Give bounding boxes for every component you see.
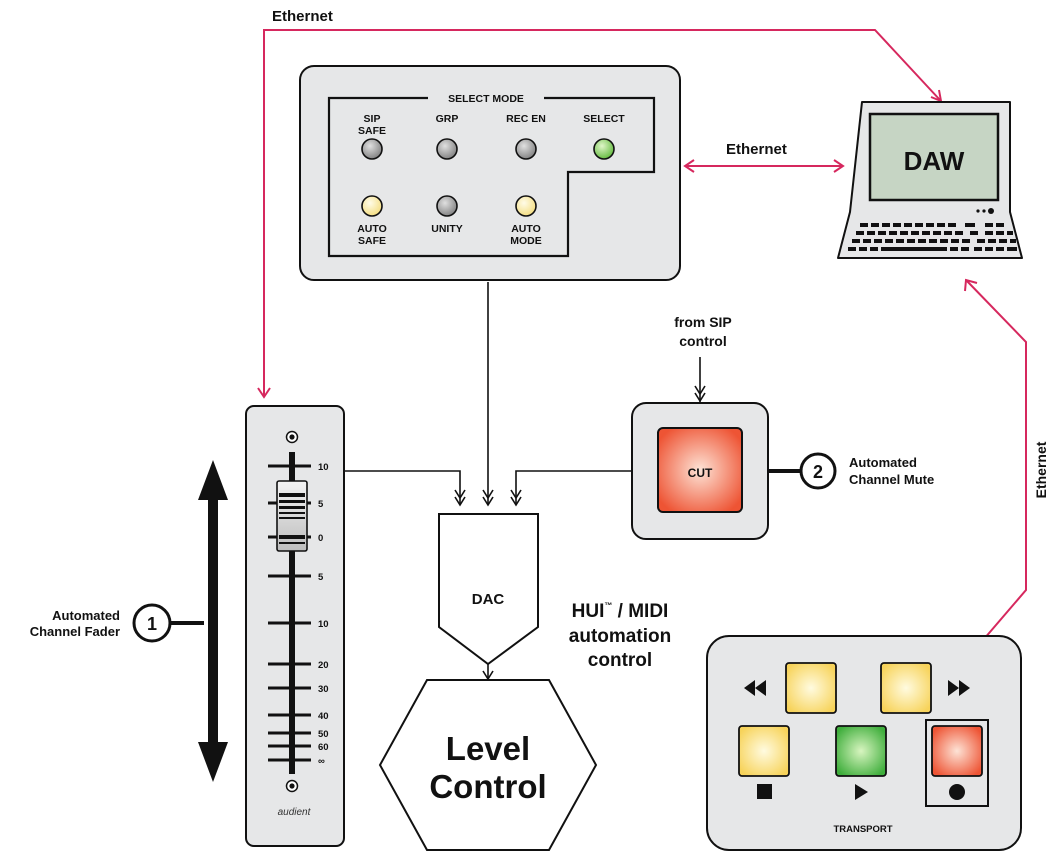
level-label-1: Level bbox=[446, 730, 530, 767]
rec-en-led bbox=[515, 138, 537, 160]
fast-forward-icon bbox=[948, 680, 970, 696]
ethernet-link-top bbox=[263, 29, 941, 396]
sip-safe-label-1: SIP bbox=[364, 113, 381, 125]
fader-callout: 1 Automated Channel Fader bbox=[30, 603, 172, 643]
auto-mode-label-1: AUTO bbox=[511, 223, 541, 235]
scale-label-infinity: ∞ bbox=[318, 756, 325, 767]
cut-button-label: CUT bbox=[688, 466, 713, 480]
scale-label-5-top: 5 bbox=[318, 499, 324, 510]
cut-from-label-2: control bbox=[679, 333, 726, 349]
select-button-auto-safe[interactable]: AUTO SAFE bbox=[357, 195, 387, 247]
keyboard bbox=[848, 223, 1017, 251]
fader-callout-desc-1: Automated bbox=[52, 608, 120, 623]
transport-panel: TRANSPORT bbox=[706, 635, 1022, 851]
play-button[interactable] bbox=[835, 725, 887, 777]
cut-callout: 2 Automated Channel Mute bbox=[799, 452, 934, 490]
daw-label: DAW bbox=[904, 146, 965, 176]
cut-button[interactable]: CUT bbox=[657, 427, 743, 513]
scale-label-50: 50 bbox=[318, 729, 329, 740]
auto-safe-label-1: AUTO bbox=[357, 223, 387, 235]
grp-led bbox=[436, 138, 458, 160]
level-label-2: Control bbox=[429, 768, 546, 805]
fader-cap[interactable] bbox=[276, 480, 308, 552]
fader-scale-labels: 10 5 0 5 10 20 30 40 50 60 ∞ bbox=[318, 462, 329, 767]
scale-label-5: 5 bbox=[318, 572, 324, 583]
fader-movement-arrow bbox=[198, 460, 228, 782]
rewind-icon bbox=[744, 680, 766, 696]
automation-label: HUI™ / MIDI automation control bbox=[569, 601, 671, 671]
stop-icon bbox=[757, 784, 772, 799]
grp-label: GRP bbox=[436, 113, 459, 125]
scale-label-10-top: 10 bbox=[318, 462, 329, 473]
auto-mode-label-2: MODE bbox=[510, 235, 542, 247]
fader-screw-top bbox=[285, 430, 299, 444]
ethernet-link-middle bbox=[683, 159, 845, 173]
unity-led bbox=[436, 195, 458, 217]
svg-text:HUI™ / MIDI: HUI™ / MIDI bbox=[572, 601, 669, 622]
level-control: Level Control bbox=[378, 679, 598, 851]
scale-label-40: 40 bbox=[318, 711, 329, 722]
scale-label-20: 20 bbox=[318, 660, 329, 671]
cut-from-label-1: from SIP bbox=[674, 314, 732, 330]
dac-label: DAC bbox=[472, 591, 505, 608]
fader-brand: audient bbox=[278, 807, 312, 818]
select-button-sip-safe[interactable]: SIP SAFE bbox=[358, 113, 386, 160]
auto-mode-led bbox=[515, 195, 537, 217]
fader-callout-number: 1 bbox=[147, 614, 157, 634]
ethernet-label-middle: Ethernet bbox=[726, 141, 787, 158]
cut-callout-number: 2 bbox=[813, 462, 823, 482]
sip-safe-led bbox=[361, 138, 383, 160]
scale-label-0: 0 bbox=[318, 533, 323, 544]
cut-callout-desc-1: Automated bbox=[849, 455, 917, 470]
automation-line2: automation bbox=[569, 626, 671, 647]
select-mode-label: SELECT MODE bbox=[448, 93, 524, 105]
cut-callout-desc-2: Channel Mute bbox=[849, 472, 934, 487]
select-label: SELECT bbox=[583, 113, 625, 125]
ethernet-label-right: Ethernet bbox=[1033, 441, 1049, 498]
scale-label-10: 10 bbox=[318, 619, 329, 630]
fader-track bbox=[289, 452, 295, 774]
automation-line1-rest: / MIDI bbox=[612, 601, 668, 622]
cut-from-label: from SIP control bbox=[674, 314, 732, 349]
fader-screw-bottom bbox=[285, 779, 299, 793]
stop-button[interactable] bbox=[738, 725, 790, 777]
signal-lines bbox=[345, 282, 706, 681]
automation-line3: control bbox=[588, 650, 652, 671]
record-icon bbox=[949, 784, 965, 800]
select-button-grp[interactable]: GRP bbox=[436, 113, 459, 160]
select-mode-panel: SELECT MODE SIP SAFE GRP REC EN SELECT A… bbox=[299, 65, 681, 281]
dac-block: DAC bbox=[438, 513, 539, 666]
select-button-select[interactable]: SELECT bbox=[583, 113, 625, 160]
transport-label: TRANSPORT bbox=[833, 824, 892, 835]
auto-safe-label-2: SAFE bbox=[358, 235, 386, 247]
ethernet-label-top: Ethernet bbox=[272, 8, 333, 25]
rewind-button[interactable] bbox=[785, 662, 837, 714]
ethernet-link-right bbox=[964, 278, 1027, 662]
unity-label: UNITY bbox=[431, 223, 463, 235]
channel-fader: 10 5 0 5 10 20 30 40 50 60 ∞ audient bbox=[245, 405, 345, 847]
daw-computer: DAW bbox=[837, 101, 1023, 259]
record-frame bbox=[925, 719, 989, 807]
fader-callout-desc-2: Channel Fader bbox=[30, 624, 120, 639]
scale-label-60: 60 bbox=[318, 742, 329, 753]
select-button-rec-en[interactable]: REC EN bbox=[506, 113, 546, 160]
fast-forward-button[interactable] bbox=[880, 662, 932, 714]
sip-safe-label-2: SAFE bbox=[358, 125, 386, 137]
automation-hui: HUI bbox=[572, 601, 605, 622]
cut-module: CUT bbox=[631, 402, 769, 540]
scale-label-30: 30 bbox=[318, 684, 329, 695]
select-button-auto-mode[interactable]: AUTO MODE bbox=[510, 195, 542, 247]
daw-screen bbox=[868, 112, 1000, 202]
select-led bbox=[593, 138, 615, 160]
record-button[interactable] bbox=[931, 725, 983, 777]
rec-en-label: REC EN bbox=[506, 113, 546, 125]
play-icon bbox=[855, 784, 868, 800]
auto-safe-led bbox=[361, 195, 383, 217]
automation-tm: ™ bbox=[604, 601, 612, 610]
select-button-unity[interactable]: UNITY bbox=[431, 195, 463, 235]
